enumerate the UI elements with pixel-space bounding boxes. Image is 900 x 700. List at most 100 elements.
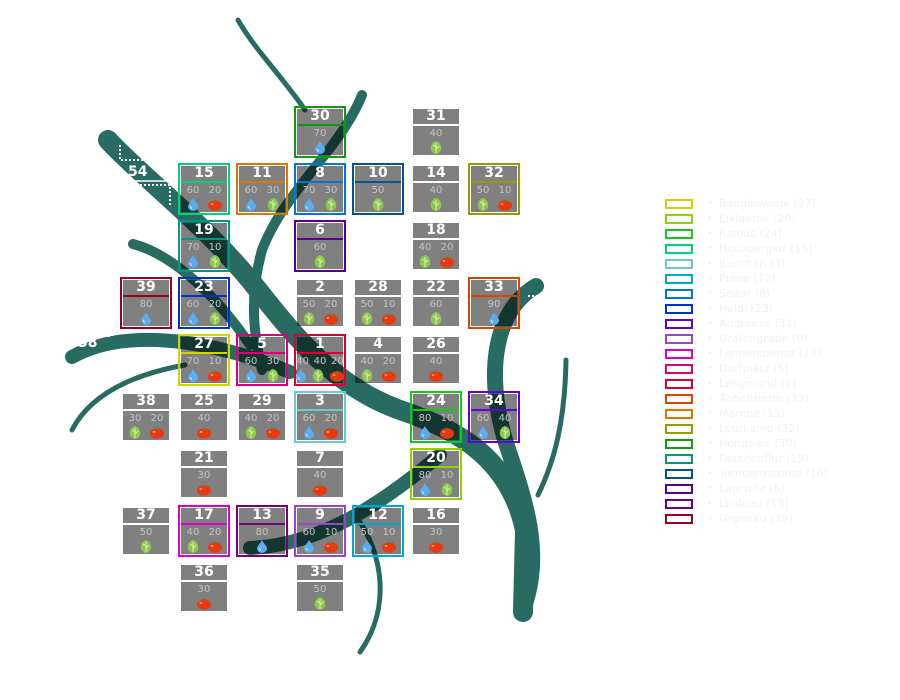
legend-item[interactable]: •Fasanenflur (19) — [665, 451, 828, 466]
legend-item[interactable]: •Radius (24) — [665, 226, 828, 241]
color-swatch — [665, 378, 693, 389]
legend-item[interactable]: •Andreeze (34) — [665, 316, 828, 331]
resource-value: 40 — [498, 413, 512, 424]
plot-number: 33 — [471, 280, 517, 297]
legend-label: Baudinweide (27) — [719, 197, 816, 210]
legend-item[interactable]: •Marnoz (11) — [665, 406, 828, 421]
legend-item[interactable]: •Tornbergstrabe (10) — [665, 466, 828, 481]
tomato-icon — [195, 596, 213, 610]
resource-value: 40 — [296, 356, 310, 367]
bullet-icon: • — [707, 198, 713, 209]
legend-item[interactable]: •Lengmund (1) — [665, 376, 828, 391]
legend-item[interactable]: •Eiklaeme (20) — [665, 211, 828, 226]
lettuce-icon — [427, 197, 445, 211]
lettuce-icon — [300, 311, 318, 325]
bullet-icon: • — [707, 333, 713, 344]
legend-item[interactable]: •Lindeau (13) — [665, 496, 828, 511]
tomato-icon — [206, 197, 224, 211]
resource-value: 40 — [244, 413, 258, 424]
tomato-icon — [438, 425, 456, 439]
legend-item[interactable]: •Pume (12) — [665, 271, 828, 286]
bullet-icon: • — [707, 363, 713, 374]
lettuce-icon — [184, 539, 202, 553]
legend-item[interactable]: •Fennersberstr (17) — [665, 346, 828, 361]
water-icon — [184, 254, 202, 268]
resource-value: 30 — [128, 413, 142, 424]
plot-number: 36 — [181, 565, 227, 582]
color-swatch — [665, 348, 693, 359]
resource-value: 10 — [382, 299, 396, 310]
legend-item[interactable]: •Grafengrabe (9) — [665, 331, 828, 346]
plot-number: 34 — [471, 394, 517, 411]
resource-value: 30 — [429, 527, 443, 538]
legend-item[interactable]: •Hongs ee (30) — [665, 436, 828, 451]
legend-item[interactable]: •Haldi (23) — [665, 301, 828, 316]
plot-number: 38 — [123, 394, 169, 411]
legend-item[interactable]: •Hochbergstr (15) — [665, 241, 828, 256]
resource-value: 50 — [313, 584, 327, 595]
resource-value: 40 — [197, 413, 211, 424]
resource-value: 80 — [418, 470, 432, 481]
legend-item[interactable]: •Aobeltherm (33) — [665, 391, 828, 406]
legend-item[interactable]: •Seltar (8) — [665, 286, 828, 301]
legend-item[interactable]: • Baudinweide (27) — [665, 196, 828, 211]
bullet-icon: • — [707, 408, 713, 419]
lettuce-icon — [242, 425, 260, 439]
plot-number: 32 — [471, 166, 517, 183]
legend-item[interactable]: •Leutkamp (32) — [665, 421, 828, 436]
legend-label: Hochbergstr (15) — [719, 242, 813, 255]
legend-item[interactable]: •Dorfplatz (5) — [665, 361, 828, 376]
tomato-icon — [195, 482, 213, 496]
lettuce-icon — [427, 311, 445, 325]
tomato-icon — [438, 254, 456, 268]
water-icon — [485, 311, 503, 325]
color-swatch — [665, 198, 693, 209]
legend-item[interactable]: •Buschan (3) — [665, 256, 828, 271]
legend-item[interactable]: •Orgenau (39) — [665, 511, 828, 526]
resource-value: 50 — [360, 299, 374, 310]
color-swatch — [665, 483, 693, 494]
tomato-icon — [380, 539, 398, 553]
plot-number: 37 — [123, 508, 169, 525]
legend-item[interactable]: •Laurwitz (6) — [665, 481, 828, 496]
